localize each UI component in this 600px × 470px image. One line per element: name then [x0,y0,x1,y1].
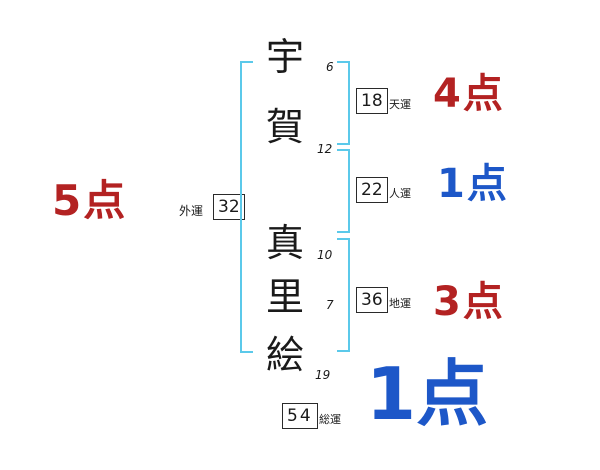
gaiun-label: 外運 [179,204,204,218]
gaiun-value-box: 32 [213,194,245,220]
tenun-bracket [337,61,350,145]
tenun-label: 天運 [389,98,411,111]
name-char-5: 絵 [266,333,305,377]
gaiun-score: 5点 [52,176,128,225]
jinun-label: 人運 [389,187,411,200]
stroke-count-5: 19 [315,368,331,382]
stroke-count-4: 7 [326,298,334,312]
souun-label: 総運 [319,413,341,426]
chiun-value-box: 36 [356,287,388,313]
jinun-bracket [337,149,350,233]
chiun-score: 3点 [433,279,505,325]
chiun-label: 地運 [389,297,411,310]
gaiun-bracket [240,61,253,353]
tenun-score: 4点 [433,71,505,117]
name-char-2: 賀 [266,105,305,149]
name-char-3: 真 [266,221,305,265]
stroke-count-2: 12 [317,142,333,156]
stroke-count-3: 10 [317,248,333,262]
jinun-score: 1点 [437,161,509,207]
name-char-4: 里 [266,275,305,319]
chiun-bracket [337,238,350,352]
jinun-value-box: 22 [356,177,388,203]
stroke-count-1: 6 [326,60,334,74]
souun-score: 1点 [366,352,489,436]
name-char-1: 宇 [266,35,305,79]
tenun-value-box: 18 [356,88,388,114]
souun-value-box: 54 [282,403,318,429]
